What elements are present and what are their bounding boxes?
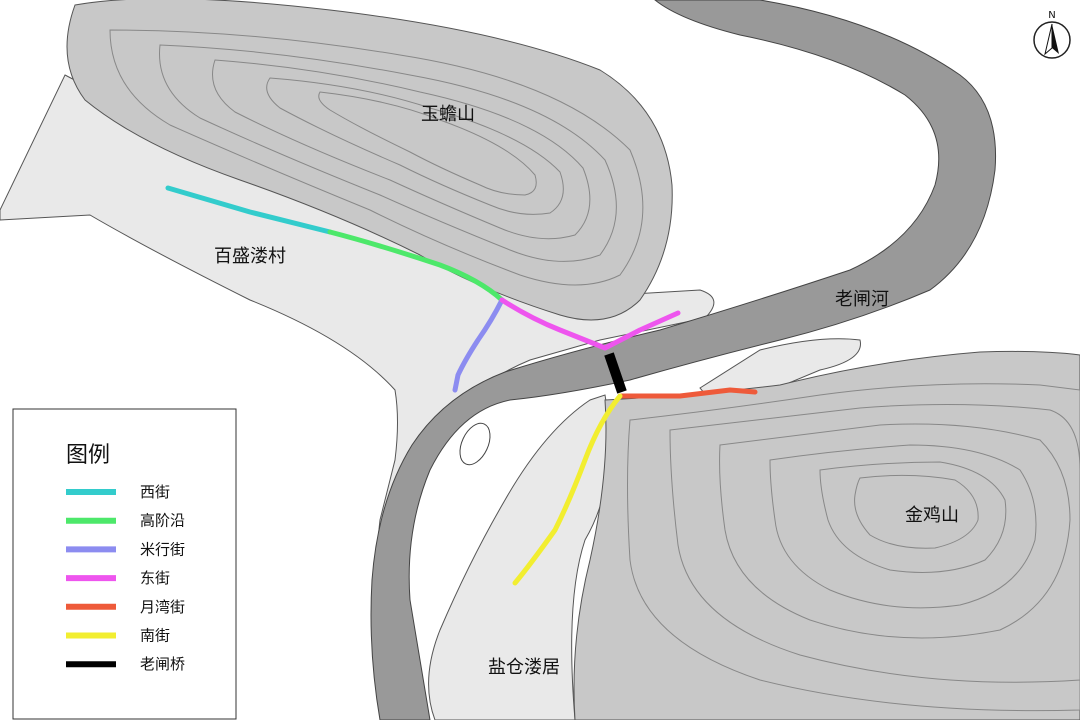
street-xijie bbox=[165, 185, 333, 235]
land-south-area bbox=[428, 394, 610, 720]
jinji-contours bbox=[627, 383, 1080, 712]
land-east-area bbox=[699, 338, 861, 401]
street-dongjie bbox=[499, 297, 681, 351]
legend-label: 西街 bbox=[140, 483, 170, 501]
legend-label: 米行街 bbox=[140, 540, 185, 558]
yuchan-mountain-base bbox=[66, 0, 673, 321]
legend-label: 月湾街 bbox=[140, 598, 185, 616]
yuchan-mountain-shape bbox=[66, 0, 673, 321]
jinji-mountain-base bbox=[573, 350, 1080, 720]
street-yuewanjie bbox=[617, 387, 758, 399]
legend-title: 图例 bbox=[66, 443, 110, 468]
label-yuchan-mountain: 玉蟾山 bbox=[421, 104, 475, 125]
legend-label: 高阶沿 bbox=[140, 512, 185, 530]
jinji-mountain-shape bbox=[573, 350, 1080, 720]
laozha-bridge bbox=[604, 352, 627, 394]
label-yancang-settlement: 盐仓溇居 bbox=[488, 657, 560, 678]
streets bbox=[165, 185, 758, 586]
legend-label: 老闸桥 bbox=[140, 655, 185, 673]
street-gaojieyan bbox=[327, 229, 505, 303]
river-island bbox=[459, 422, 491, 466]
north-letter: N bbox=[1048, 10, 1055, 21]
legend-box bbox=[12, 408, 237, 720]
north-arrow-icon: N bbox=[1033, 10, 1071, 59]
yuchan-contours bbox=[109, 29, 644, 286]
street-mihangjie bbox=[452, 297, 505, 393]
legend-label: 东街 bbox=[140, 569, 170, 587]
label-laozha-river: 老闸河 bbox=[835, 289, 889, 310]
land-areas bbox=[0, 74, 861, 720]
legend-label: 南街 bbox=[140, 627, 170, 645]
label-jinji-mountain: 金鸡山 bbox=[905, 505, 959, 526]
label-baisheng-village: 百盛溇村 bbox=[214, 246, 286, 267]
street-nanjie bbox=[512, 393, 623, 586]
